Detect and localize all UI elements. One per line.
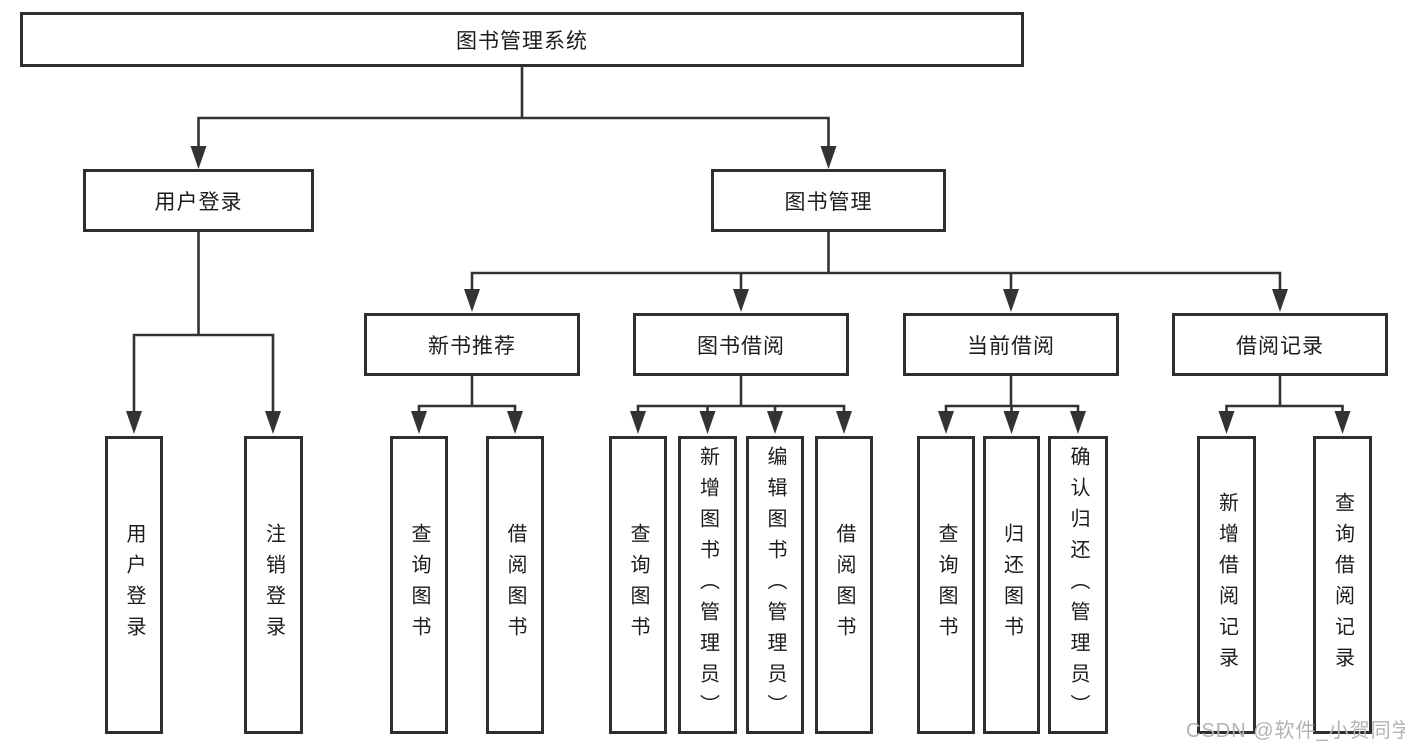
leaf-label: 查询借阅记录: [1331, 492, 1354, 678]
leaf-label: 查询图书: [627, 523, 649, 647]
leaf-borrow-edit-books-admin: 编辑图书（管理员）: [746, 436, 804, 734]
leaf-current-confirm-return-admin: 确认归还（管理员）: [1048, 436, 1108, 734]
leaf-recommend-query-books: 查询图书: [390, 436, 448, 734]
leaf-label: 注销登录: [262, 523, 285, 647]
node-book-management: 图书管理: [711, 169, 946, 232]
leaf-recommend-borrow-books: 借阅图书: [486, 436, 544, 734]
leaf-current-query-books: 查询图书: [917, 436, 975, 734]
leaf-current-return-books: 归还图书: [983, 436, 1040, 734]
node-user-login: 用户登录: [83, 169, 314, 232]
leaf-borrow-add-books-admin: 新增图书（管理员）: [678, 436, 737, 734]
connector-lines: [132, 65, 1344, 414]
node-new-book-recommend: 新书推荐: [364, 313, 580, 376]
node-current-borrow: 当前借阅: [903, 313, 1119, 376]
leaf-label: 归还图书: [1000, 523, 1023, 647]
leaf-label: 编辑图书（管理员）: [764, 445, 786, 725]
leaf-user-login: 用户登录: [105, 436, 163, 734]
node-root: 图书管理系统: [20, 12, 1024, 67]
leaf-label: 借阅图书: [833, 523, 855, 647]
leaf-borrow-borrow-books: 借阅图书: [815, 436, 873, 734]
leaf-borrow-query-books: 查询图书: [609, 436, 667, 734]
leaf-label: 查询图书: [935, 523, 957, 647]
arrowhead-icons: [126, 146, 1351, 434]
node-borrow-records: 借阅记录: [1172, 313, 1388, 376]
leaf-label: 查询图书: [408, 523, 430, 647]
leaf-label: 新增借阅记录: [1215, 492, 1238, 678]
node-book-borrow: 图书借阅: [633, 313, 849, 376]
leaf-logout: 注销登录: [244, 436, 303, 734]
leaf-label: 新增图书（管理员）: [696, 445, 719, 725]
leaf-label: 借阅图书: [504, 523, 526, 647]
watermark: CSDN @软件_小贺同学: [1186, 720, 1405, 742]
leaf-record-query-borrow-record: 查询借阅记录: [1313, 436, 1372, 734]
leaf-label: 用户登录: [123, 523, 145, 647]
leaf-record-add-borrow-record: 新增借阅记录: [1197, 436, 1256, 734]
leaf-label: 确认归还（管理员）: [1067, 445, 1089, 725]
